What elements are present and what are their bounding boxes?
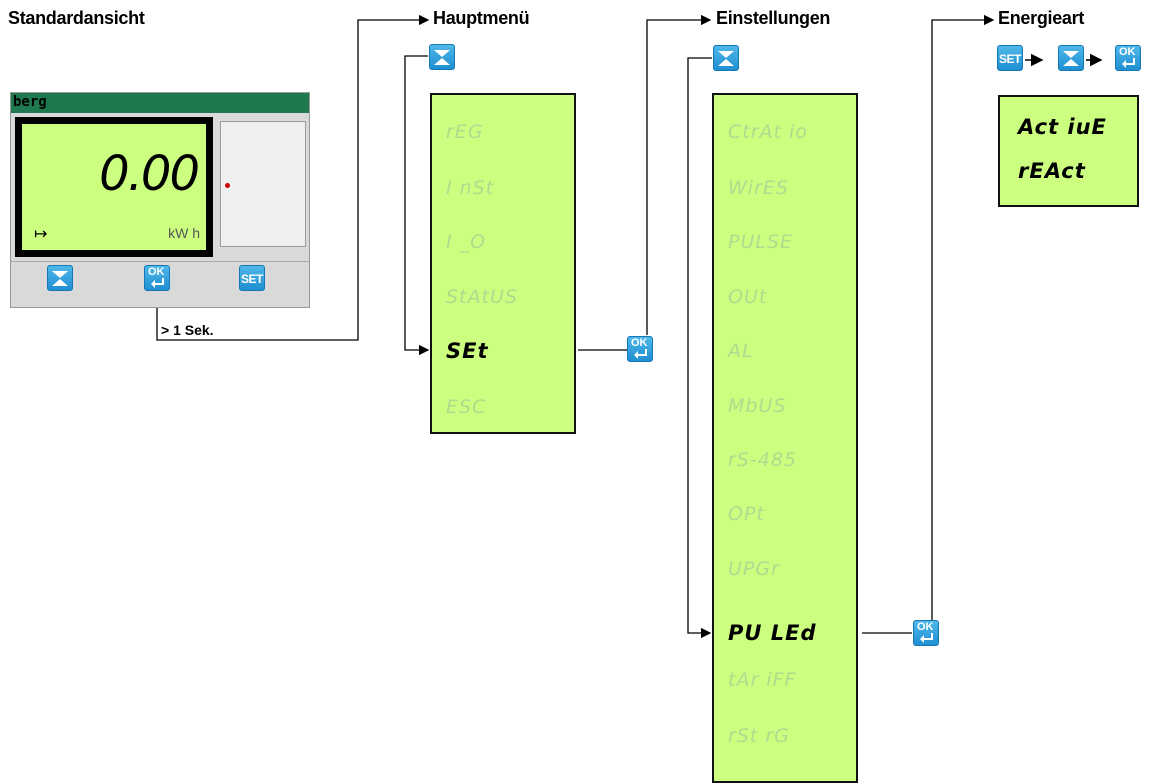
down-icon [1059, 46, 1083, 70]
heading-standard-view: Standardansicht [8, 8, 145, 29]
menu-item-opt[interactable]: OPt [714, 503, 856, 525]
menu-item-pulse[interactable]: PULSE [714, 231, 856, 253]
hold-hint: > 1 Sek. [161, 322, 214, 338]
menu-item-mbus[interactable]: MbUS [714, 395, 856, 417]
heading-main-menu: Hauptmenü [433, 8, 529, 29]
heading-settings: Einstellungen [716, 8, 830, 29]
menu-item-rstrg[interactable]: rSt rG [714, 725, 856, 747]
down-icon [48, 266, 72, 290]
menu-item-active-energy[interactable]: Act iuE [1018, 115, 1107, 139]
down-icon [430, 45, 454, 69]
enter-icon [628, 337, 652, 361]
arrow-to-set-item [405, 56, 428, 350]
arrow-to-settings [647, 20, 710, 335]
energy-reading: 0.00 [99, 150, 198, 198]
unit-label: kW h [168, 225, 200, 241]
enter-icon [145, 266, 169, 290]
menu-item-rs485[interactable]: rS-485 [714, 449, 856, 471]
menu-item-tariff[interactable]: tAr iFF [714, 669, 856, 691]
arrow-to-puled-item [688, 58, 712, 633]
brand-logo: berg [13, 94, 47, 110]
menu-item-out[interactable]: OUt [714, 286, 856, 308]
menu-item-esc[interactable]: ESC [432, 396, 574, 418]
status-led-icon [225, 183, 230, 188]
menu-item-set[interactable]: SEt [432, 339, 574, 363]
display-bezel: 0.00 ↦ kW h [15, 117, 213, 257]
device-ok-button[interactable]: OK [144, 265, 170, 291]
device-display: 0.00 ↦ kW h [22, 124, 206, 250]
main-menu-ok-button[interactable]: OK [627, 336, 653, 362]
set-label: SET [241, 272, 263, 286]
settings-ok-button[interactable]: OK [913, 620, 939, 646]
device-down-button[interactable] [47, 265, 73, 291]
device-set-button[interactable]: SET [239, 265, 265, 291]
settings-display: CtrAt io WirES PULSE OUt AL MbUS rS-485 … [712, 93, 858, 783]
menu-item-reactive-energy[interactable]: rEAct [1018, 159, 1086, 183]
down-icon [714, 46, 738, 70]
main-menu-display: rEG I nSt I _O StAtUS SEt ESC [430, 93, 576, 434]
main-menu-down-button[interactable] [429, 44, 455, 70]
menu-item-al[interactable]: AL [714, 340, 856, 362]
settings-down-button[interactable] [713, 45, 739, 71]
heading-energy-type: Energieart [998, 8, 1084, 29]
enter-icon [1116, 46, 1140, 70]
device-top-bar: berg [11, 93, 309, 113]
energy-ok-button[interactable]: OK [1115, 45, 1141, 71]
device-side-panel [220, 121, 306, 247]
arrow-indicator-icon: ↦ [34, 224, 47, 244]
menu-item-ctratio[interactable]: CtrAt io [714, 121, 856, 143]
menu-item-inst[interactable]: I nSt [432, 177, 574, 199]
menu-item-status[interactable]: StAtUS [432, 286, 574, 308]
menu-item-reg[interactable]: rEG [432, 121, 574, 143]
set-label: SET [999, 52, 1021, 66]
device-panel: berg 0.00 ↦ kW h OK SET [10, 92, 310, 308]
menu-item-puled[interactable]: PU LEd [714, 621, 856, 645]
energy-set-button[interactable]: SET [997, 45, 1023, 71]
menu-item-wires[interactable]: WirES [714, 177, 856, 199]
arrow-to-energy [932, 20, 993, 620]
menu-item-io[interactable]: I _O [432, 231, 574, 253]
menu-item-upgr[interactable]: UPGr [714, 558, 856, 580]
energy-down-button[interactable] [1058, 45, 1084, 71]
enter-icon [914, 621, 938, 645]
energy-display: Act iuE rEAct [998, 95, 1139, 207]
